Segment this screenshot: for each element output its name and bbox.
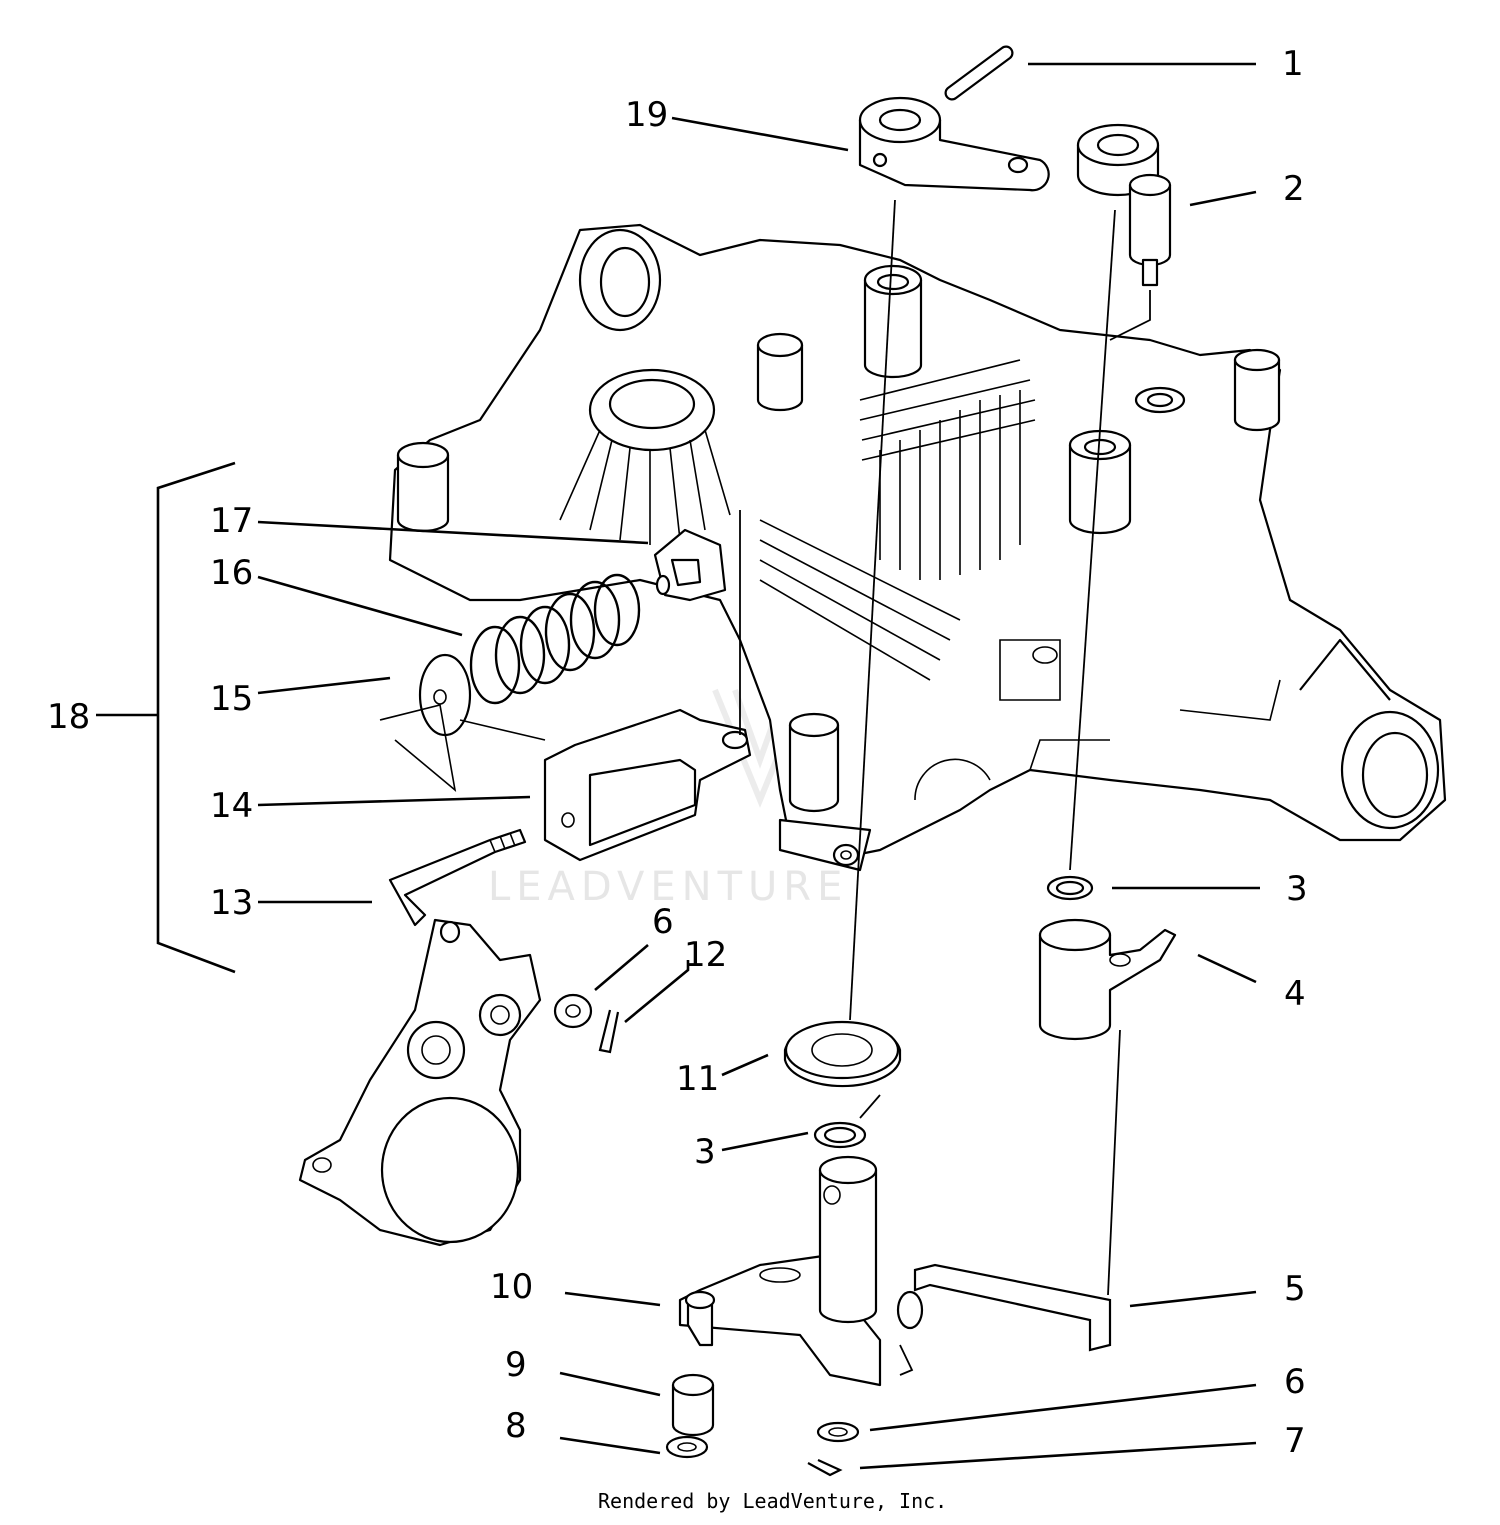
callout-7: 7: [1284, 1421, 1306, 1461]
leader-7: [859, 1441, 1257, 1470]
part-washer-lower: [816, 1421, 860, 1443]
callout-19: 19: [625, 95, 668, 135]
part-threaded-rod: [388, 828, 527, 927]
leader-4: [1197, 953, 1257, 984]
leader-3b: [721, 1131, 809, 1152]
part-bracket: [653, 528, 727, 602]
leader-5: [1129, 1290, 1257, 1308]
leader-12: [624, 960, 690, 1024]
part-ring-lower: [813, 1121, 867, 1149]
callout-3-lower: 3: [694, 1132, 716, 1172]
callout-13: 13: [210, 883, 253, 923]
leader-8: [559, 1436, 661, 1455]
part-cotter-pin: [807, 1458, 843, 1477]
bracket-18: [156, 461, 236, 974]
leader-17: [257, 520, 649, 545]
part-sleeve: [1128, 173, 1172, 287]
leader-2: [1189, 190, 1257, 207]
callout-10: 10: [490, 1267, 533, 1307]
leader-14: [257, 795, 531, 807]
callout-14: 14: [210, 786, 253, 826]
leader-6a: [594, 944, 649, 991]
callout-15: 15: [210, 679, 253, 719]
callout-17: 17: [210, 501, 253, 541]
leader-15: [257, 676, 391, 695]
part-control-arm: [858, 96, 1050, 192]
callout-16: 16: [210, 553, 253, 593]
part-washer-upper: [553, 993, 593, 1029]
callout-6-lower: 6: [1284, 1362, 1306, 1402]
part-spring: [469, 573, 641, 705]
callout-9: 9: [505, 1345, 527, 1385]
watermark: LEADVENTURE: [488, 688, 848, 910]
callout-6-upper: 6: [652, 902, 674, 942]
leader-11: [721, 1053, 769, 1077]
transaxle-housing: [388, 223, 1447, 872]
leader-10: [564, 1291, 661, 1307]
callout-5: 5: [1284, 1269, 1306, 1309]
leader-lines: [96, 62, 1260, 1470]
callout-8: 8: [505, 1406, 527, 1446]
callout-3-upper: 3: [1286, 869, 1308, 909]
callout-4: 4: [1284, 974, 1306, 1014]
part-seal: [783, 1020, 902, 1088]
leader-9: [559, 1371, 661, 1397]
part-link-rod: [896, 1263, 1112, 1352]
part-spring-seat: [379, 653, 472, 793]
render-credit: Rendered by LeadVenture, Inc.: [598, 1489, 947, 1513]
callout-18: 18: [47, 697, 90, 737]
part-e-clip: [665, 1435, 709, 1459]
part-roll-pin: [944, 45, 1014, 101]
callout-11: 11: [676, 1059, 719, 1099]
part-ring-upper: [1046, 875, 1094, 901]
leader-16: [257, 575, 463, 637]
part-bushing: [671, 1373, 715, 1437]
part-spring-housing: [459, 708, 752, 862]
part-control-lever: [678, 1155, 882, 1387]
callout-labels: 1 2 3 3 4 5 6 6 7 8 9 10 11 12 13 14 15 …: [47, 44, 1308, 1461]
leader-6b: [869, 1383, 1257, 1432]
watermark-text: LEADVENTURE: [488, 864, 848, 910]
callout-12: 12: [684, 935, 727, 975]
assembly-lines: [739, 199, 1151, 1376]
leader-19: [671, 116, 849, 152]
part-brake-arm: [298, 918, 542, 1247]
part-cotter-pin-upper: [598, 1009, 620, 1054]
part-bypass-arm: [1038, 918, 1177, 1041]
callout-1: 1: [1282, 44, 1304, 84]
callout-2: 2: [1283, 169, 1305, 209]
